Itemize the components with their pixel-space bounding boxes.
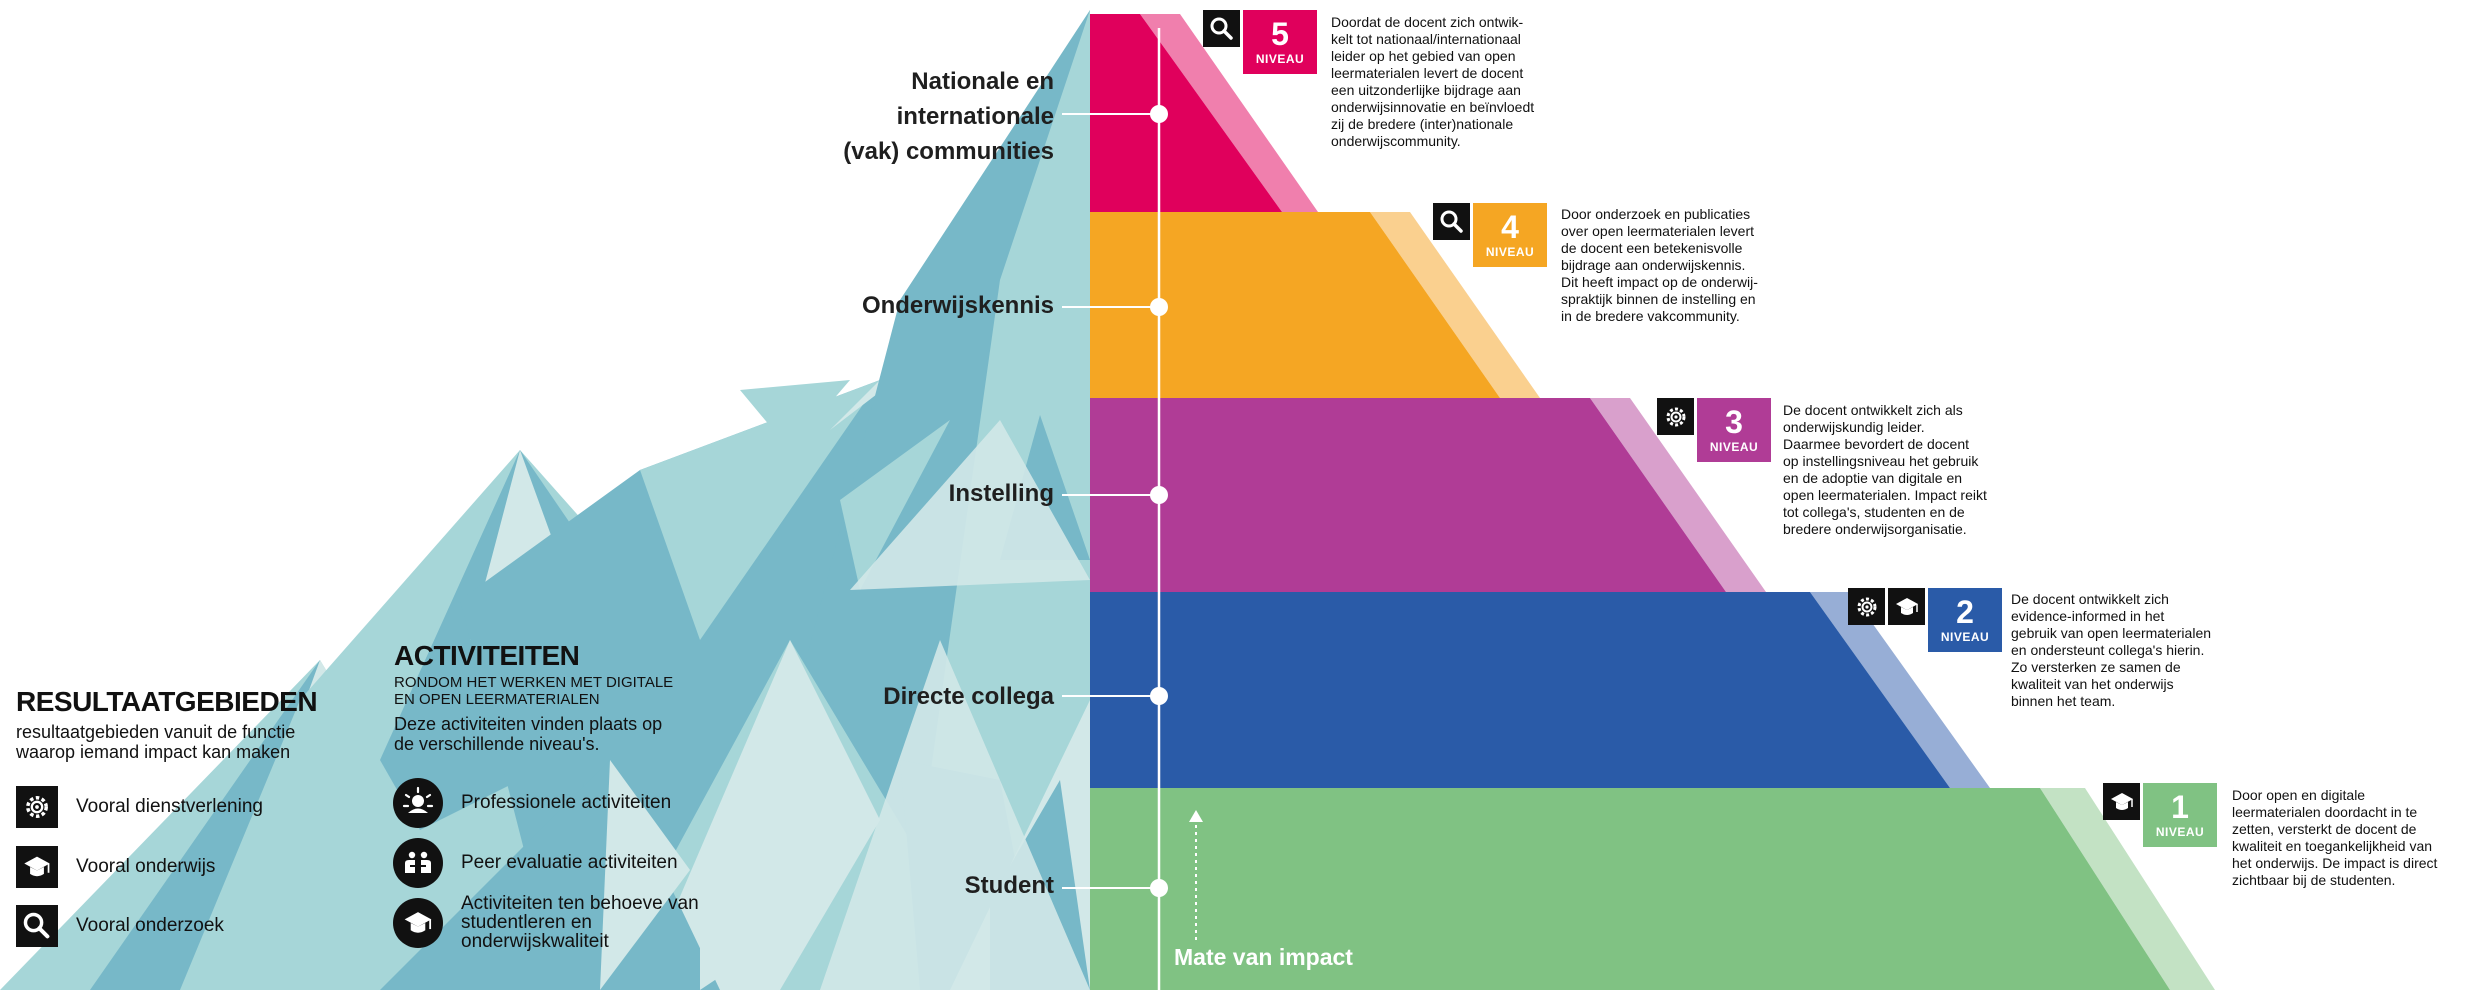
level-2-niveau: NIVEAU <box>1940 630 1990 644</box>
level-1-number-box: 1 NIVEAU <box>2143 783 2217 847</box>
resultaatgebied-item-onderzoek: Vooral onderzoek <box>16 905 224 947</box>
level-3-number-box: 3 NIVEAU <box>1697 398 1771 462</box>
layer-1 <box>1090 788 2170 990</box>
resultaatgebied-label: Vooral dienstverlening <box>76 796 263 817</box>
graduation-cap-icon <box>1888 588 1925 625</box>
level-1-label: Student <box>964 872 1054 899</box>
marker-level-3 <box>1150 486 1168 504</box>
level-5-number: 5 <box>1271 16 1289 52</box>
level-2-description: De docent ontwikkelt zich evidence-infor… <box>2011 591 2212 709</box>
level-5-number-box: 5 NIVEAU <box>1243 10 1317 74</box>
resultaatgebied-item-onderwijs: Vooral onderwijs <box>16 846 215 888</box>
resultaatgebieden-title: RESULTAATGEBIEDEN <box>16 686 318 717</box>
level-3-niveau: NIVEAU <box>1709 440 1759 454</box>
gear-icon <box>1848 588 1885 625</box>
gear-icon <box>16 786 58 828</box>
graduation-cap-icon <box>16 846 58 888</box>
level-3-label: Instelling <box>948 480 1054 507</box>
graduation-cap-icon <box>393 897 443 948</box>
layer-4 <box>1090 212 1500 398</box>
layer-4-light <box>1370 212 1540 398</box>
impact-arrow <box>1189 810 1203 940</box>
level-4-label: Onderwijskennis <box>861 292 1054 319</box>
level-1-description: Door open en digitale leermaterialen doo… <box>2232 787 2438 888</box>
level-1-number: 1 <box>2171 789 2189 825</box>
level-2-number: 2 <box>1956 594 1974 630</box>
gear-icon <box>1657 398 1694 435</box>
resultaatgebied-label: Vooral onderwijs <box>76 856 216 877</box>
level-5-label: Nationale en internationale (vak) commun… <box>843 68 1054 165</box>
level-5-badge: 5 NIVEAU <box>1203 10 1317 74</box>
level-4-niveau: NIVEAU <box>1485 245 1535 259</box>
activiteiten-title: ACTIVITEITEN <box>394 640 580 671</box>
search-icon <box>1203 10 1240 47</box>
marker-level-2 <box>1150 687 1168 705</box>
level-2-number-box: 2 NIVEAU <box>1928 588 2002 652</box>
level-3-badge: 3 NIVEAU <box>1657 398 1771 462</box>
marker-level-5 <box>1150 105 1168 123</box>
layer-3-light <box>1590 398 1766 592</box>
activiteiten-legend: ACTIVITEITEN RONDOM HET WERKEN MET DIGIT… <box>394 640 774 754</box>
graduation-cap-icon <box>2103 783 2140 820</box>
level-4-number-box: 4 NIVEAU <box>1473 203 1547 267</box>
activiteiten-subtitle: RONDOM HET WERKEN MET DIGITALE EN OPEN L… <box>394 674 674 708</box>
activiteit-item-professioneel: Professionele activiteiten <box>393 778 671 828</box>
level-1-badge: 1 NIVEAU <box>2103 783 2217 847</box>
level-2-badge: 2 NIVEAU <box>1848 588 2002 652</box>
level-connectors <box>1062 113 1159 889</box>
layer-2 <box>1090 592 1950 788</box>
resultaatgebieden-legend: RESULTAATGEBIEDEN resultaatgebieden vanu… <box>16 686 396 762</box>
resultaatgebied-label: Vooral onderzoek <box>76 915 224 936</box>
marker-level-1 <box>1150 879 1168 897</box>
level-markers <box>1150 105 1168 897</box>
level-5-niveau: NIVEAU <box>1255 52 1305 66</box>
level-4-badge: 4 NIVEAU <box>1433 203 1547 267</box>
activiteit-item-studentleren: Activiteiten ten behoeve van studentlere… <box>393 894 699 951</box>
layer-1-light <box>2040 788 2215 990</box>
sun-person-icon <box>393 778 443 828</box>
activiteit-label: Activiteiten ten behoeve van studentlere… <box>461 893 699 952</box>
search-icon <box>1433 203 1470 240</box>
activiteit-label: Professionele activiteiten <box>461 792 672 813</box>
level-1-niveau: NIVEAU <box>2155 825 2205 839</box>
search-icon <box>16 905 58 947</box>
resultaatgebied-item-dienstverlening: Vooral dienstverlening <box>16 786 263 828</box>
marker-level-4 <box>1150 298 1168 316</box>
level-5-description: Doordat de docent zich ontwik- kelt tot … <box>1331 14 1535 149</box>
layer-2-light <box>1810 592 1990 788</box>
activiteiten-intro: Deze activiteiten vinden plaats op de ve… <box>394 714 663 754</box>
pyramid-layers <box>1090 14 2215 990</box>
level-4-number: 4 <box>1501 209 1519 245</box>
level-4-description: Door onderzoek en publicaties over open … <box>1561 206 1758 324</box>
layer-5 <box>1090 14 1282 212</box>
level-2-label: Directe collega <box>883 683 1054 710</box>
resultaatgebieden-subtitle: resultaatgebieden vanuit de functie waar… <box>16 722 296 762</box>
peer-hands-icon <box>393 838 443 888</box>
layer-5-light <box>1140 14 1318 212</box>
activiteit-item-peer-evaluatie: Peer evaluatie activiteiten <box>393 838 678 888</box>
activiteit-label: Peer evaluatie activiteiten <box>461 852 678 873</box>
layer-3 <box>1090 398 1726 592</box>
mountain-background <box>0 10 1090 990</box>
level-3-description: De docent ontwikkelt zich als onderwijsk… <box>1783 402 1987 537</box>
level-3-number: 3 <box>1725 404 1743 440</box>
impact-label: Mate van impact <box>1174 944 1353 970</box>
